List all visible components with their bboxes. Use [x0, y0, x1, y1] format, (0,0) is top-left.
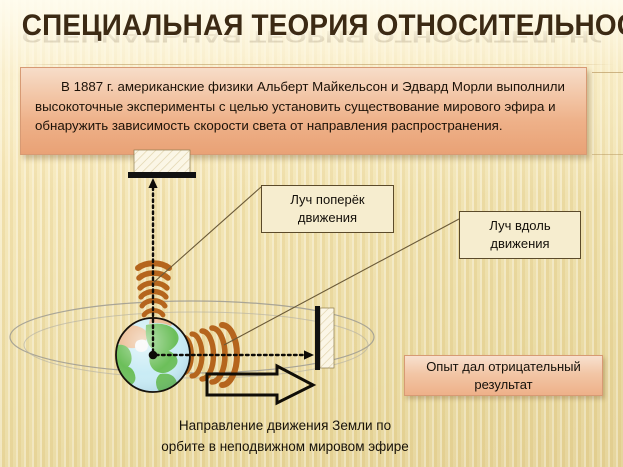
- callout-longitudinal-beam[interactable]: Луч вдоль движения: [459, 211, 581, 259]
- callout-transverse-line2: движения: [297, 210, 358, 225]
- intro-text-box: В 1887 г. американские физики Альберт Ма…: [20, 67, 587, 155]
- callout-result-line1: Опыт дал отрицательный: [426, 358, 581, 374]
- leader-line-transverse: [152, 186, 262, 284]
- leader-line-longitudinal: [223, 218, 460, 346]
- callout-result-line2: результат: [474, 376, 533, 392]
- orbit-ellipse: [9, 300, 375, 379]
- diagram-caption: Направление движения Земли по орбите в н…: [120, 415, 450, 457]
- intro-paragraph: В 1887 г. американские физики Альберт Ма…: [35, 79, 565, 134]
- top-mirror: [128, 149, 196, 178]
- right-mirror: [315, 306, 335, 370]
- transverse-ray-dotted-line: [148, 178, 158, 354]
- page-title: СПЕЦИАЛЬНАЯ ТЕОРИЯ ОТНОСИТЕЛЬНОСТИ: [21, 9, 623, 42]
- caption-line1: Направление движения Земли по: [178, 418, 392, 433]
- caption-line2: орбите в неподвижном мировом эфире: [161, 439, 409, 454]
- longitudinal-ray-dotted-line: [154, 350, 314, 360]
- callout-transverse-beam[interactable]: Луч поперёк движения: [261, 185, 394, 233]
- title-area: СПЕЦИАЛЬНАЯ ТЕОРИЯ ОТНОСИТЕЛЬНОСТИ СПЕЦИ…: [0, 6, 623, 64]
- callout-longitudinal-line1: Луч вдоль: [489, 218, 551, 233]
- right-rule-bottom: [592, 154, 623, 155]
- callout-longitudinal-line2: движения: [490, 236, 550, 251]
- callout-transverse-line1: Луч поперёк: [290, 192, 365, 207]
- motion-direction-arrow: [205, 363, 317, 406]
- callout-experiment-result[interactable]: Опыт дал отрицательный результат: [404, 355, 603, 396]
- right-rule-top: [592, 72, 623, 73]
- beam-splitter-point: [148, 350, 158, 360]
- title-divider: [18, 64, 614, 65]
